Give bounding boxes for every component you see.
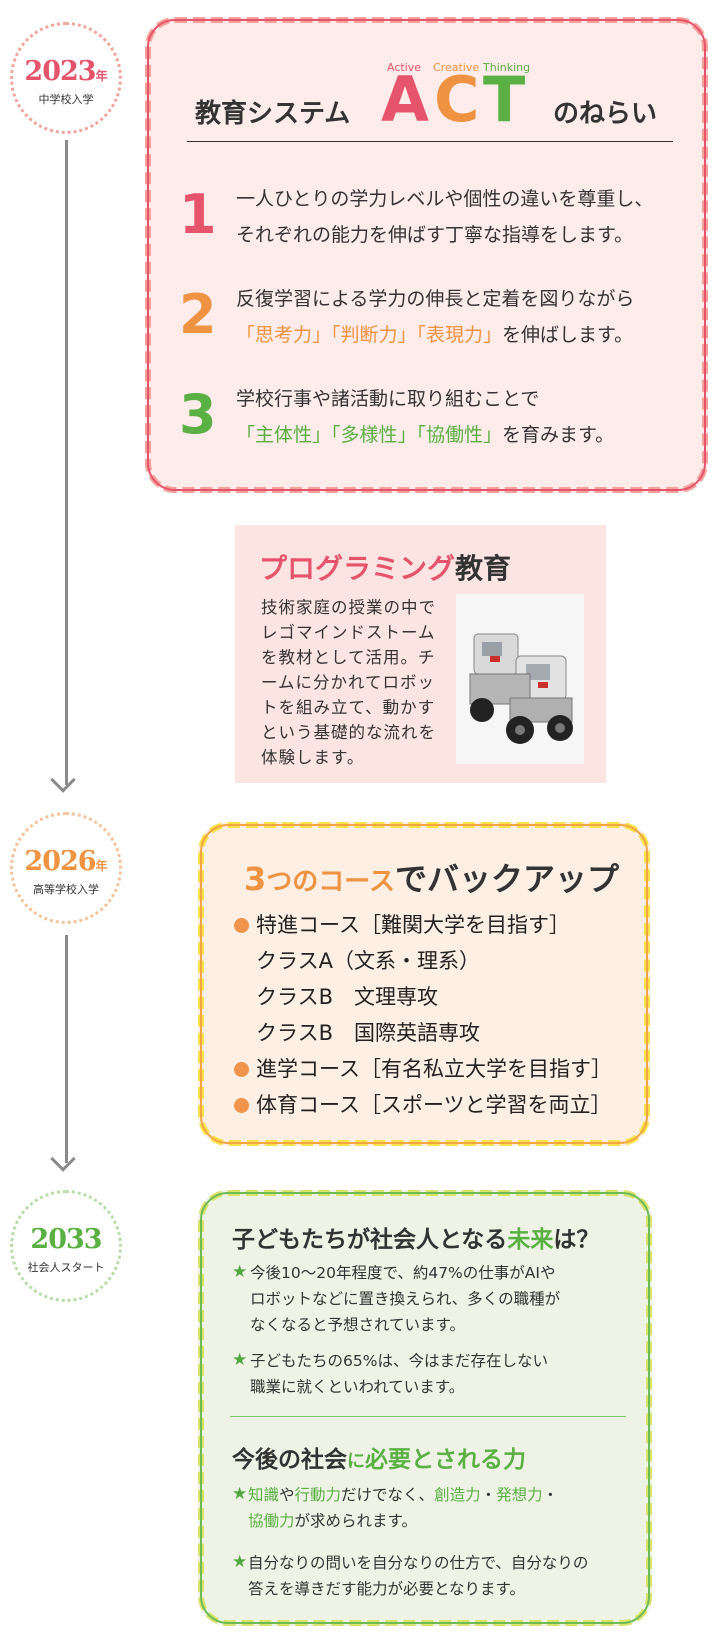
future-divider (230, 1416, 626, 1417)
star-icon: ★ (232, 1484, 248, 1504)
year-badge-2026: 2026年 高等学校入学 (10, 812, 122, 924)
act-active-label: Active (387, 61, 422, 74)
future-para-1: 今後10〜20年程度で、約47%の仕事がAIや ロボットなどに置き換えられ、多く… (250, 1264, 561, 1334)
future-para-2: 子どもたちの65%は、今はまだ存在しない 職業に就くといわれています。 (250, 1352, 548, 1396)
act-creative-label: Creative (433, 61, 480, 74)
year-label-2023: 中学校入学 (38, 93, 94, 106)
star-icon: ★ (232, 1262, 248, 1282)
timeline-arrow-2 (50, 1146, 76, 1172)
programming-title: プログラミング教育 (259, 552, 512, 585)
year-label-2026: 高等学校入学 (33, 883, 99, 896)
future-heading-2: 今後の社会に必要とされる力 (232, 1447, 526, 1473)
course-line-4: クラスB 国際英語専攻 (256, 1021, 480, 1045)
robot-photo (456, 594, 584, 764)
year-2026: 2026 (24, 846, 96, 877)
year-label-2033: 社会人スタート (27, 1261, 105, 1274)
act-item-1: 一人ひとりの学力レベルや個性の違いを尊重し、 それぞれの能力を伸ばす丁寧な指導を… (236, 188, 654, 246)
act-title-pre: 教育システム (195, 99, 351, 129)
programming-box: プログラミング教育 技術家庭の授業の中でレゴマインドストームを教材として活用。チ… (235, 525, 606, 783)
course-line-1: 特進コース［難関大学を目指す］ (256, 913, 570, 937)
programming-text: 技術家庭の授業の中でレゴマインドストームを教材として活用。チームに分かれてロボッ… (261, 598, 436, 767)
course-line-3: クラスB 文理専攻 (256, 985, 438, 1009)
act-item-2: 反復学習による学力の伸長と定着を図りながら 「思考力」「判断力」「表現力」を伸ば… (236, 288, 635, 346)
timeline-line-1 (65, 140, 68, 785)
act-letter-a: A (381, 63, 429, 136)
act-letter-c: C (434, 63, 480, 136)
courses-title: 3つのコースでバックアップ (244, 860, 619, 898)
act-num-1: 1 (179, 183, 217, 246)
bullet-icon (234, 918, 249, 933)
act-item-3: 学校行事や諸活動に取り組むことで 「主体性」「多様性」「協働性」を育みます。 (236, 388, 615, 446)
year-badge-2033: 2033 社会人スタート (10, 1190, 122, 1302)
bullet-icon (234, 1062, 249, 1077)
year-2033: 2033 (30, 1224, 102, 1255)
act-title-post: のねらい (553, 99, 658, 129)
act-divider (187, 141, 673, 142)
course-line-6: 体育コース［スポーツと学習を両立］ (256, 1093, 612, 1117)
year-2023: 2023 (24, 56, 96, 87)
bullet-icon (234, 1098, 249, 1113)
future-heading-1: 子どもたちが社会人となる未来は？ (232, 1227, 600, 1253)
timeline-line-2 (65, 935, 68, 1163)
act-thinking-label: Thinking (483, 61, 531, 74)
act-letter-t: T (483, 63, 526, 136)
year-badge-2023: 2023年 中学校入学 (10, 22, 122, 134)
future-para-4: 自分なりの問いを自分なりの仕方で、自分なりの 答えを導きだす能力が必要となります… (248, 1554, 589, 1598)
act-num-2: 2 (179, 283, 217, 346)
course-line-2: クラスA（文系・理系） (256, 949, 480, 973)
timeline-arrow-1 (50, 767, 76, 793)
act-box: 教育システム Active Creative Thinking A C T のね… (145, 17, 708, 493)
courses-box: 3つのコースでバックアップ 特進コース［難関大学を目指す］ クラスA（文系・理系… (198, 822, 650, 1146)
future-box: 子どもたちが社会人となる未来は？ ★ 今後10〜20年程度で、約47%の仕事がA… (198, 1190, 652, 1626)
future-para-3: 知識や行動力だけでなく、創造力・発想力・ 協働力が求められます。 (248, 1486, 559, 1530)
star-icon: ★ (232, 1350, 248, 1370)
course-line-5: 進学コース［有名私立大学を目指す］ (256, 1057, 612, 1081)
star-icon: ★ (232, 1552, 248, 1572)
act-num-3: 3 (179, 383, 217, 446)
robot-icon (469, 633, 573, 744)
